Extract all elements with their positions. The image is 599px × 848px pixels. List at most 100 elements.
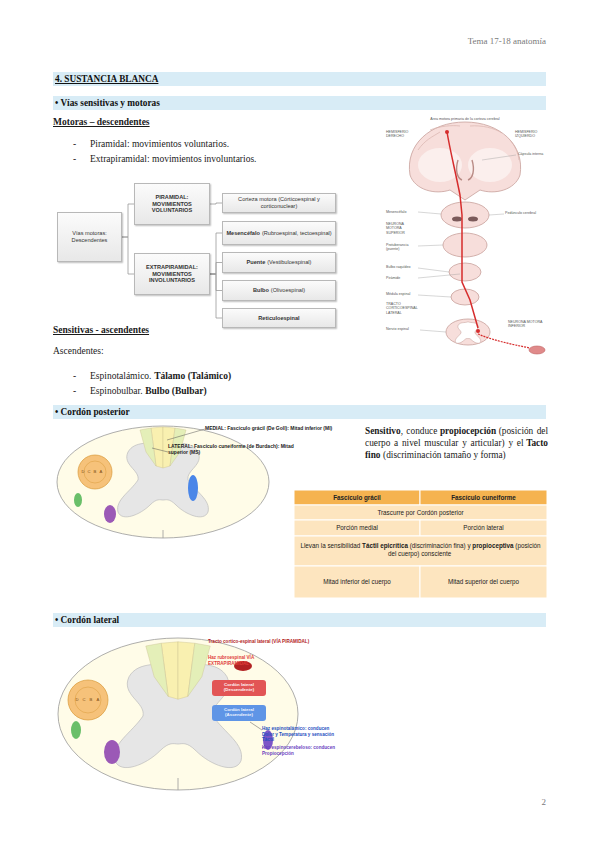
- segment-letter: C: [86, 469, 92, 474]
- paragraph-text: propiocepción: [440, 426, 496, 436]
- table-cell-text: Porción lateral: [420, 520, 547, 536]
- segment-letter: C: [81, 697, 87, 702]
- section-band: • Cordón posterior: [53, 405, 546, 419]
- medulla-section: [451, 289, 479, 305]
- flow-root-box: Vías motoras: Descendentes: [57, 212, 122, 262]
- bullet-text: Piramidal: movimientos voluntarios.: [90, 139, 390, 150]
- segment-letter: B: [92, 469, 98, 474]
- upper-motor-neuron: [447, 132, 478, 328]
- figure-label: Bulbo raquídeo: [386, 265, 420, 269]
- node-text: Mesencéfalo: [226, 230, 260, 237]
- tract-label: Haz rubroespinal VÍA EXTRAPIRAMIDAL: [208, 655, 288, 666]
- table-cell: [420, 566, 547, 598]
- body-text: Ascendentes:: [53, 346, 253, 357]
- table-cell: [294, 520, 420, 536]
- node-text: • Cordón lateral: [55, 615, 119, 625]
- tract-ellipse: [104, 505, 116, 523]
- table-cell-text: (discriminación fina) y: [410, 542, 471, 549]
- flow-leaf-box: Reticuloespinal: [222, 308, 336, 328]
- leader-line: [418, 155, 516, 332]
- substantia-nigra: [468, 217, 478, 222]
- lower-motor-neuron: [478, 334, 530, 348]
- tract-label: Cordón lateral (Ascendente): [214, 707, 264, 718]
- segment-letter: D: [80, 469, 86, 474]
- tree-connector: [210, 274, 222, 291]
- node-text: (Rubroespinal, tectoespinal): [262, 230, 332, 237]
- table-header-cell: [294, 490, 420, 505]
- medulla-section: [449, 263, 481, 281]
- table-cell: [294, 536, 547, 566]
- brain-section: [409, 122, 520, 200]
- spinal-cord-outline: [57, 426, 269, 538]
- tract-circle: [78, 455, 112, 489]
- node-text: • Vías sensitivas y motoras: [55, 98, 160, 108]
- tree-connector: [210, 274, 222, 318]
- segment-letter: A: [98, 469, 104, 474]
- tract-label: Cordón lateral (Descendente): [214, 682, 264, 693]
- flow-leaf-box: Corteza motora (Córticoespinal y cortico…: [222, 193, 336, 213]
- figure-label: HEMISFERIO IZQUIERDO: [515, 130, 545, 139]
- node-text: Corteza motora (Córticoespinal y cortico…: [226, 196, 332, 210]
- node-text: 4. SUSTANCIA BLANCA: [55, 74, 158, 84]
- flow-leaf-box: Puente(Vestibuloespinal): [222, 252, 336, 273]
- cuneate-fasciculus: [146, 643, 168, 696]
- figure-label: NEURONA MOTORA SUPERIOR: [386, 222, 420, 235]
- flow-leaf-box: Mesencéfalo(Rubroespinal, tectoespinal): [222, 221, 336, 245]
- tract-ellipse: [104, 740, 120, 764]
- table-cell-text: propioceptiva: [472, 542, 513, 549]
- figure-label: Mesencéfalo: [386, 210, 418, 214]
- tree-connector: [210, 233, 222, 274]
- figure-label: TRACTO CORTICOESPINAL LATERAL: [386, 302, 422, 315]
- figure-label: Área motora primaria de la corteza cereb…: [425, 117, 505, 121]
- neuron-body: [476, 329, 480, 333]
- figure-label: Pedúnculo cerebral: [505, 211, 539, 215]
- table-header-text: Fascículo cuneiforme: [420, 490, 547, 505]
- tree-connector: [210, 263, 222, 275]
- segment-letter: B: [88, 697, 94, 702]
- page-header: Tema 17-18 anatomía: [420, 36, 546, 47]
- tree-connector: [122, 237, 134, 274]
- node-text: Bulbo: [253, 287, 269, 294]
- paragraph-text: , conduce: [401, 426, 438, 436]
- text-group: Espinobulbar.Bulbo (Bulbar): [90, 386, 390, 397]
- figure-label: Cápsula interna: [518, 152, 546, 156]
- node-text: EXTRAPIRAMIDAL: MOVIMIENTOS INVOLUNTARIO…: [138, 264, 206, 285]
- substantia-nigra: [452, 217, 462, 222]
- table-cell: [294, 566, 420, 598]
- node-text: Puente: [247, 259, 266, 266]
- bullet-dash: -: [73, 386, 83, 397]
- descending-band: [212, 680, 266, 696]
- cord-interior: [118, 427, 209, 517]
- flow-category-box: EXTRAPIRAMIDAL: MOVIMIENTOS INVOLUNTARIO…: [134, 253, 210, 295]
- neuron-body: [445, 130, 449, 134]
- segment-letter: A: [95, 697, 101, 702]
- cuneate-fasciculus: [188, 643, 210, 696]
- bullet-text: Extrapiramidal: movimientos involuntario…: [90, 154, 390, 165]
- white-matter: [468, 148, 512, 182]
- table-cell-text: Porción medial: [294, 520, 420, 536]
- page-number: 2: [520, 797, 546, 808]
- text-group: Sensitivo, conducepropiocepción(posición…: [365, 425, 548, 461]
- figure-label: NEURONA MOTORA INFERIOR: [508, 320, 544, 329]
- table-cell-text: Llevan la sensibilidad: [300, 542, 360, 549]
- midbrain-section: [441, 202, 489, 228]
- subheading: Motoras – descendentes: [53, 117, 273, 128]
- bullet-dash: -: [73, 139, 83, 150]
- tract-ellipse: [74, 493, 82, 507]
- anterior-fissure: [178, 778, 179, 790]
- tract-ring: [84, 461, 106, 483]
- figure-label: Médula espinal: [386, 292, 420, 296]
- flow-category-box: PIRAMIDAL: MOVIMIENTOS VOLUNTARIOS: [134, 183, 210, 225]
- table-cell-text: Trascurre por Cordón posterior: [294, 505, 547, 520]
- figure-label: Pirámide: [386, 276, 420, 280]
- tree-connector: [210, 203, 222, 204]
- gyri: [418, 126, 519, 160]
- spinal-cord-section: [446, 319, 490, 345]
- bullet-text: Espinobulbar.: [90, 386, 143, 396]
- bullet-text: Tálamo (Talámico): [154, 371, 231, 381]
- text-group: Llevan la sensibilidadTáctil epicrítica(…: [296, 537, 545, 565]
- tract-circle: [68, 680, 108, 720]
